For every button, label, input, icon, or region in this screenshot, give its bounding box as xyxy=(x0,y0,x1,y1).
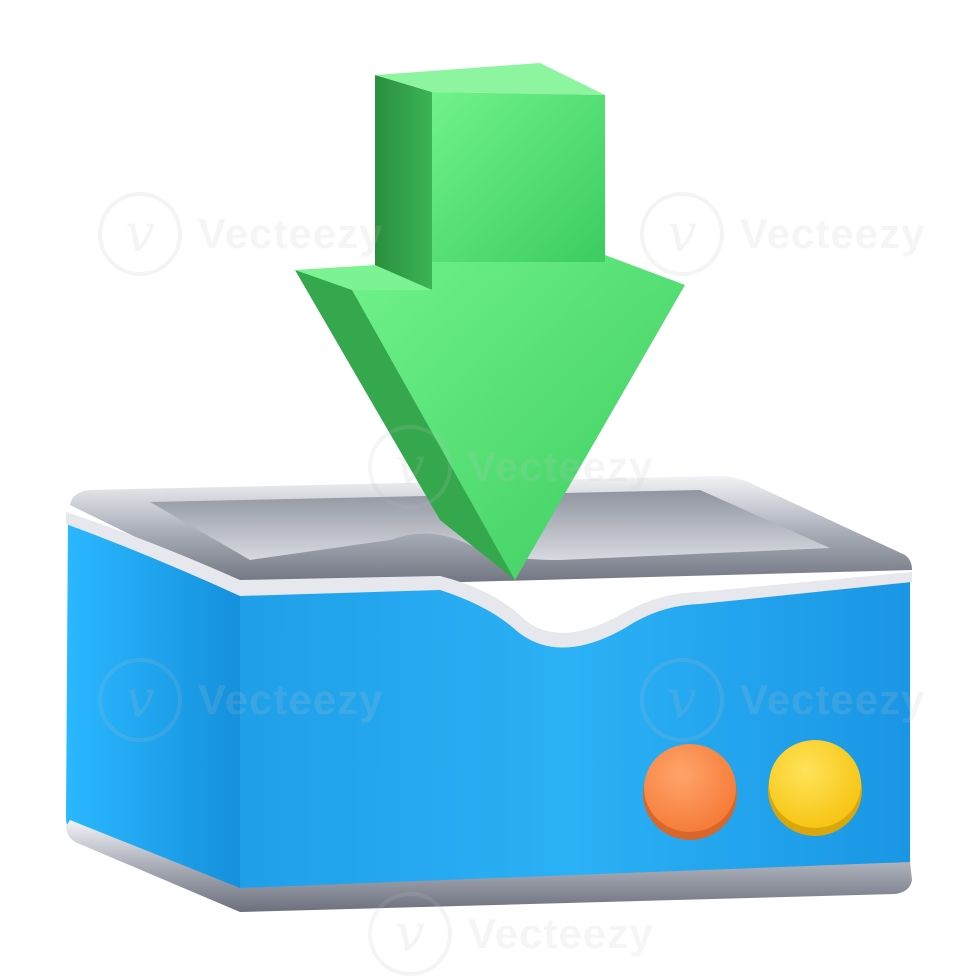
arrow-head-front xyxy=(352,255,685,580)
tray-front-face xyxy=(240,580,910,900)
arrow-shaft-top xyxy=(375,63,605,95)
tray-front-rim xyxy=(66,512,912,648)
arrow-head-ledge xyxy=(295,265,432,290)
tray-side-face xyxy=(66,515,240,900)
arrow-shaft-side xyxy=(375,75,432,290)
yellow-button xyxy=(768,740,862,836)
arrow-head-side xyxy=(295,270,515,580)
tray-bottom-rim xyxy=(66,820,912,912)
orange-button xyxy=(643,744,737,840)
arrow-shaft-front xyxy=(432,92,605,262)
